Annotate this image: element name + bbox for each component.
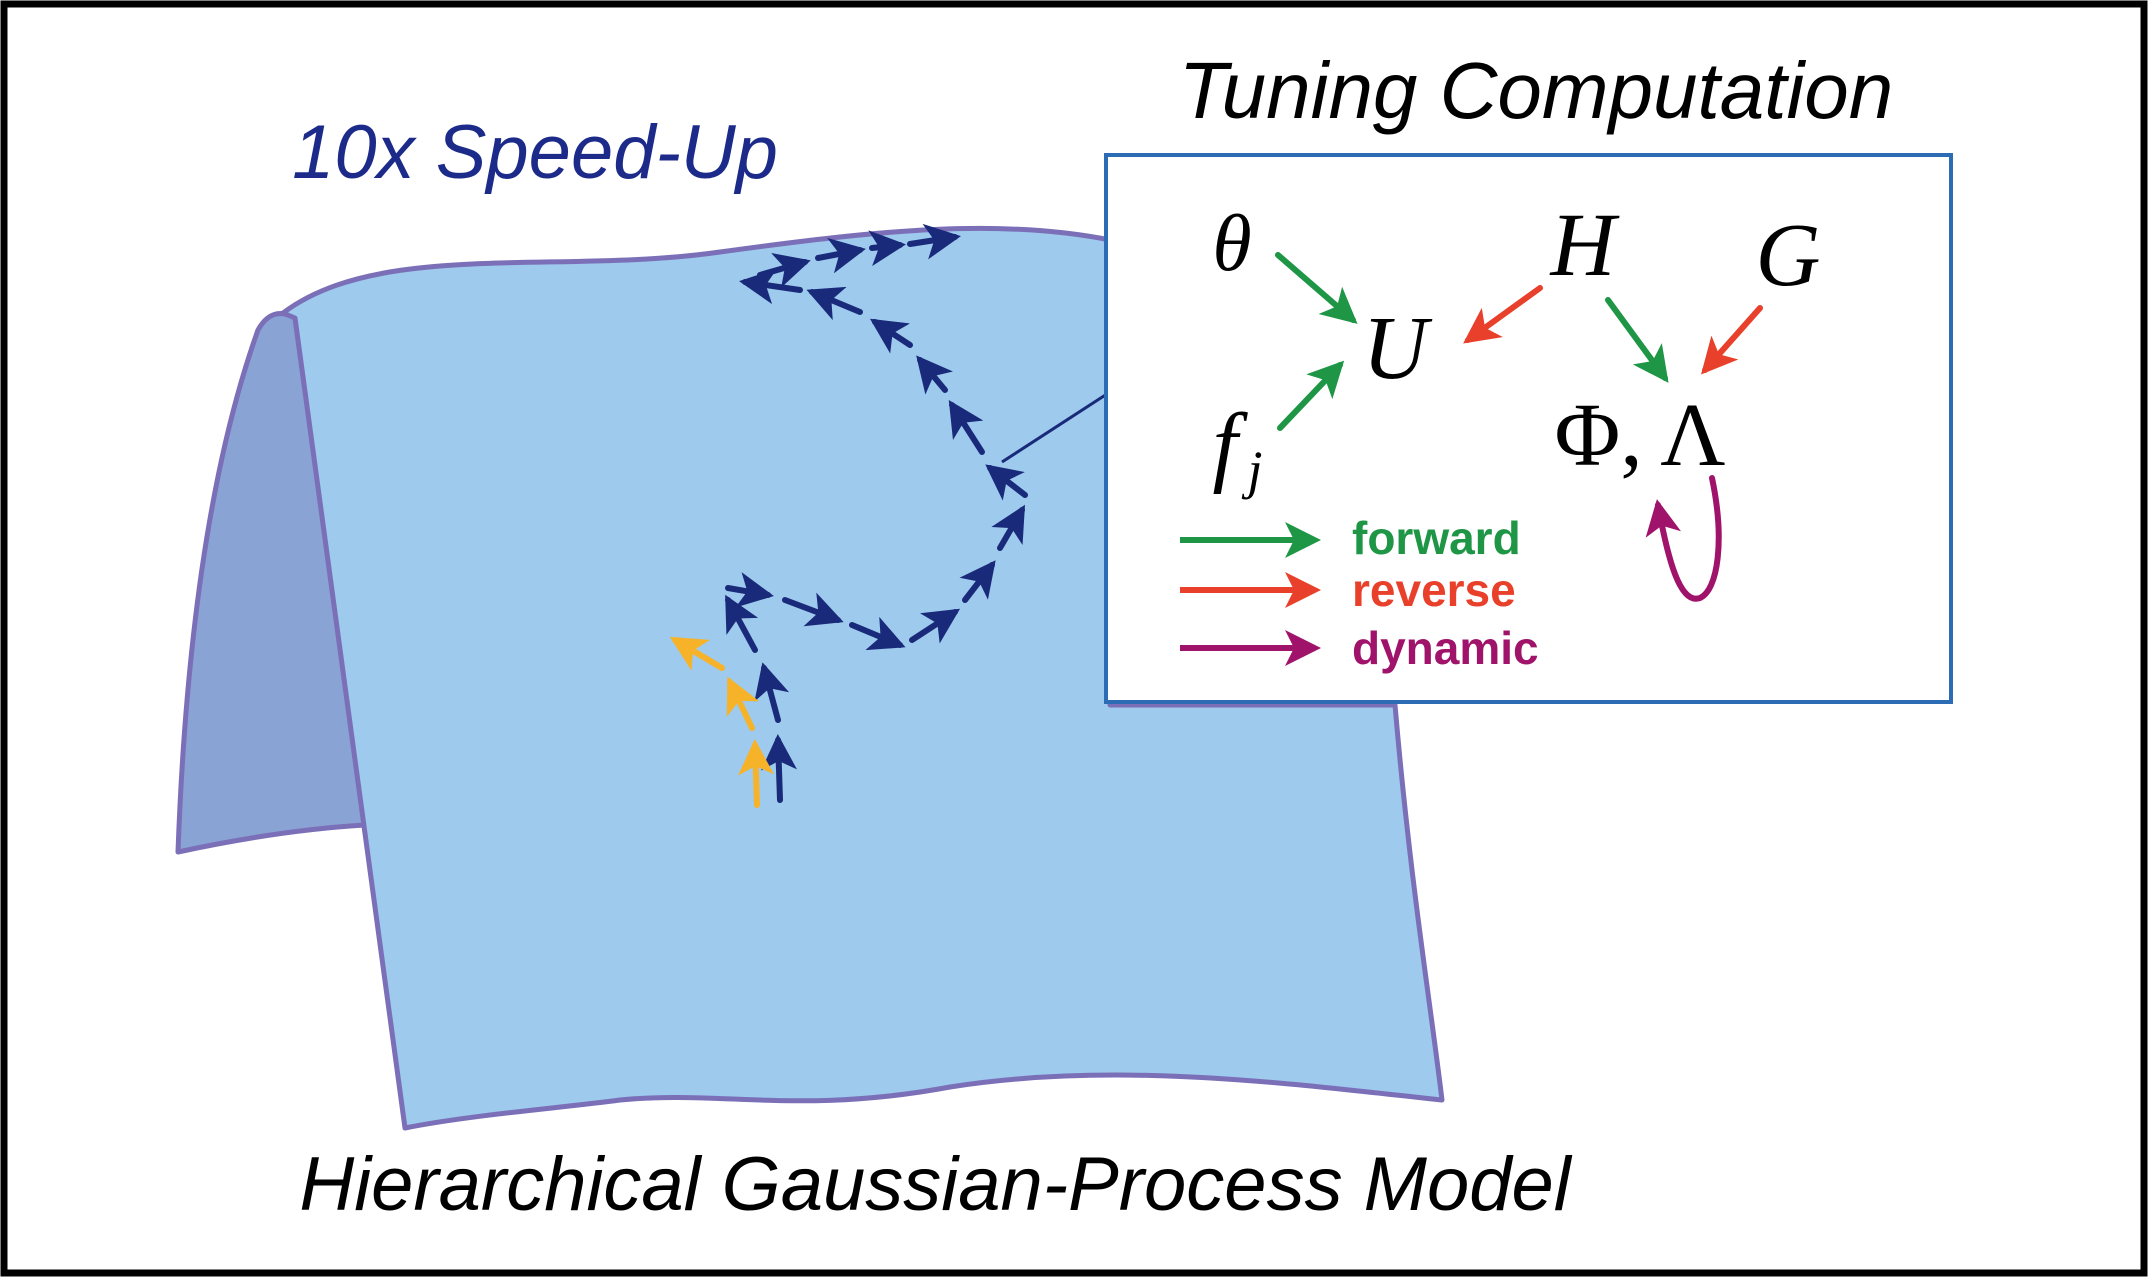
diagram-title: Tuning Computation — [1179, 46, 1894, 135]
node-theta: θ — [1212, 200, 1251, 288]
legend: forward reverse dynamic — [1180, 512, 1539, 674]
legend-item-dynamic: dynamic — [1180, 622, 1539, 674]
legend-label-reverse: reverse — [1352, 564, 1516, 616]
connector-line — [1001, 390, 1111, 464]
model-label: Hierarchical Gaussian-Process Model — [299, 1142, 1572, 1227]
speedup-label: 10x Speed-Up — [292, 110, 778, 195]
legend-label-forward: forward — [1352, 512, 1521, 564]
node-phi-lambda: Φ, Λ — [1554, 386, 1725, 485]
node-U: U — [1363, 299, 1433, 398]
edges-forward — [1275, 252, 1669, 431]
tuning-box — [1104, 153, 1953, 704]
optimization-path-orange — [669, 636, 774, 808]
edges-reverse — [1463, 285, 1763, 375]
surface-sheet — [280, 225, 1445, 1131]
legend-item-forward: forward — [1180, 512, 1521, 564]
optimization-path-blue — [725, 223, 1028, 803]
edge-dynamic-loop — [1645, 475, 1722, 602]
node-f-subscript: j — [1241, 440, 1262, 500]
node-G: G — [1756, 206, 1821, 305]
legend-label-dynamic: dynamic — [1352, 622, 1539, 674]
legend-item-reverse: reverse — [1180, 564, 1516, 616]
node-H: H — [1550, 196, 1621, 295]
